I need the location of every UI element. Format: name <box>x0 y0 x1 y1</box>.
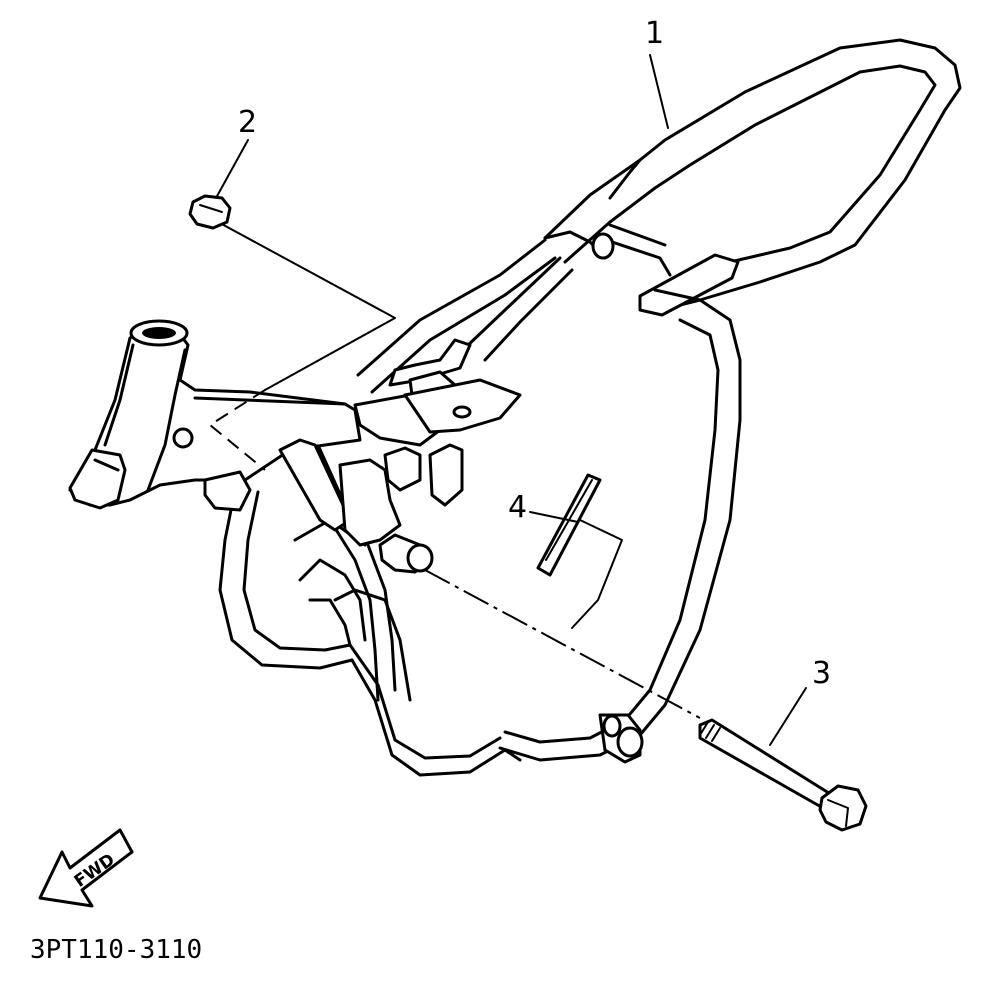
frame-main-tubes <box>218 238 742 777</box>
callout-1: 1 <box>645 16 664 51</box>
assembly-lines <box>208 221 701 719</box>
bolt <box>698 718 868 832</box>
callout-4: 4 <box>508 490 527 525</box>
callout-leaders <box>215 54 807 746</box>
frame-rear-loop <box>543 38 962 317</box>
diagram-code: 3PT110-3110 <box>30 935 202 965</box>
frame-brackets <box>203 338 644 764</box>
nut <box>188 194 232 230</box>
callout-3: 3 <box>812 656 831 691</box>
frame-headstock <box>68 319 362 510</box>
label-strip <box>536 473 623 629</box>
callout-2: 2 <box>238 105 257 140</box>
forward-arrow-icon: FWD <box>38 828 134 908</box>
